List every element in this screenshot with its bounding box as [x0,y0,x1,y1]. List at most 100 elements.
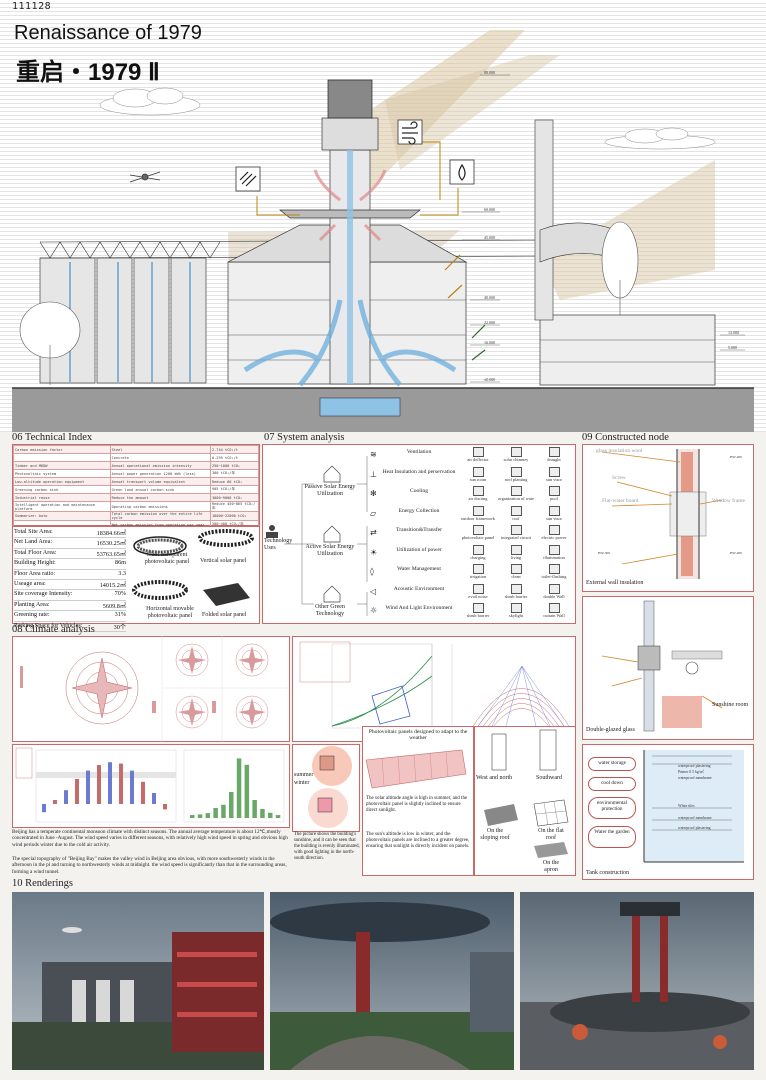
level-16: 16.000 [484,340,495,345]
stat-label: Net Land Area: [14,538,53,546]
system-row-label: Ventilation [406,449,432,455]
system-item: roof [498,505,534,524]
system-item: toilet-flushing [536,563,572,582]
system-item-icon [510,603,522,613]
system-row-label: Water Management [397,566,441,572]
rain-bar [260,808,265,818]
system-item-label: electric power [541,535,567,540]
tree-right [601,221,639,315]
system-item: charging [460,544,496,563]
system-analysis-panel [262,444,576,624]
external-wall-label: External wall insulation [586,580,644,586]
system-item: air ducting [460,485,496,504]
constructed-node-heading: 09 Constructed node [582,432,669,443]
system-item-icon [510,466,522,477]
roof-flat: On the flat roof [538,828,564,841]
system-item-icon [510,525,522,535]
technical-cell: Concrete [109,453,211,462]
wind-callout-icon [402,121,418,145]
hw-label-2: HW-300 [598,551,611,555]
system-item-label: shrub barrier [504,593,528,599]
solar-panel-diagrams [132,529,254,606]
system-row-label: Transition&Transfer [396,527,442,533]
hw-label-3: HW-200 [730,551,743,555]
technical-cell: Annual transport volume equivalent [109,477,211,486]
level-13: 13.000 [728,330,739,335]
technical-cell: 3000~9000 tCO₂ [209,493,260,502]
system-item-icon [510,544,522,555]
technical-cell: 18000~22000 tCO₂ [209,511,260,521]
system-item-label: sun visor [546,476,562,482]
thermometer-icon: ⊥ [370,469,377,479]
branch-passive: Passive Solar Energy Utilization [304,484,356,497]
system-item-icon [510,447,522,457]
system-item-label: draught [547,457,561,462]
renderings-heading: 10 Renderings [12,878,73,889]
system-tree-svg [266,456,368,616]
screw-label: Screw [612,475,626,481]
stat-row: Useage area:14015.2㎡ [14,580,126,591]
system-item: illumination [536,544,572,563]
technical-cell: Summarize: Auto [13,511,111,521]
board-label: Flat-water board [602,498,639,504]
wind-inflow-arrows [471,324,486,361]
temp-bar [64,790,68,804]
technology-uses-label: Technology Uses [264,538,293,551]
temp-bar [42,804,46,813]
technical-cell: 250~1000 tCO₂ [209,461,260,470]
system-item-icon [472,447,484,457]
system-item: solar chimney [498,446,534,465]
pv-weather-title: Photovoltaic panels designed to adapt to… [368,729,468,742]
technical-cell: Photovoltaic system [13,469,111,478]
stat-value: 18384.66㎡ [96,530,126,537]
stat-label: Site coverage Intensity: [14,590,73,598]
climate-paragraph-2: The special topography of "Beijing Bay" … [12,856,287,875]
system-item-icon [472,525,484,535]
sunshine-room-label: Sunshine room [712,702,749,708]
airflow-arrows [243,299,457,387]
system-item-label: illumination [543,554,565,560]
water-callout-icon [458,163,466,181]
stat-value: 14015.2㎡ [99,581,126,589]
stat-label: Planting Area: [14,600,50,608]
technical-cell: Reduce 450~865 tCO₂/年 [209,501,260,512]
temp-bar [141,781,145,804]
system-item-icon [472,466,484,477]
oval-cool-down: cool down [588,777,636,791]
water-tank [319,397,401,417]
climate-charts-svg [15,747,285,823]
psychro-sunpath-svg [299,641,573,732]
temp-bar [130,770,134,804]
board-title-en: Renaissance of 1979 [14,22,202,44]
oval-water-storage: water storage [588,757,636,771]
board-code: 111128 [12,1,52,12]
temp-bar [97,765,101,804]
technical-index-heading: 06 Technical Index [12,432,93,443]
water-drop-icon: ◊ [370,567,374,576]
hw-label-1: HW-200 [730,455,743,459]
cloud-left [99,87,201,116]
technical-cell: Intelligent operation and maintenance pl… [13,501,111,512]
technical-cell: Industrial reuse [13,493,111,502]
temp-bar [75,779,79,804]
system-item-label: photovoltaic panel [461,535,495,540]
pv-summer-text: The solar altitude angle is high in summ… [366,796,468,813]
stat-row: Planting Area:5609.8㎡ [14,600,126,612]
stat-label: Total Floor Area: [14,548,57,556]
technical-cell: Steel [109,445,211,454]
oval-environmental: environmental protection [588,797,636,819]
technical-cell: Green land annual carbon sink [109,485,211,494]
solar-callout-box [235,166,261,192]
temp-bar [163,804,167,810]
technical-cell: Reduce 60 tCO₂ [209,477,260,486]
tank-layer-5: waterproof membrane [678,816,712,820]
tank-layer-4: White tiles [678,804,695,808]
